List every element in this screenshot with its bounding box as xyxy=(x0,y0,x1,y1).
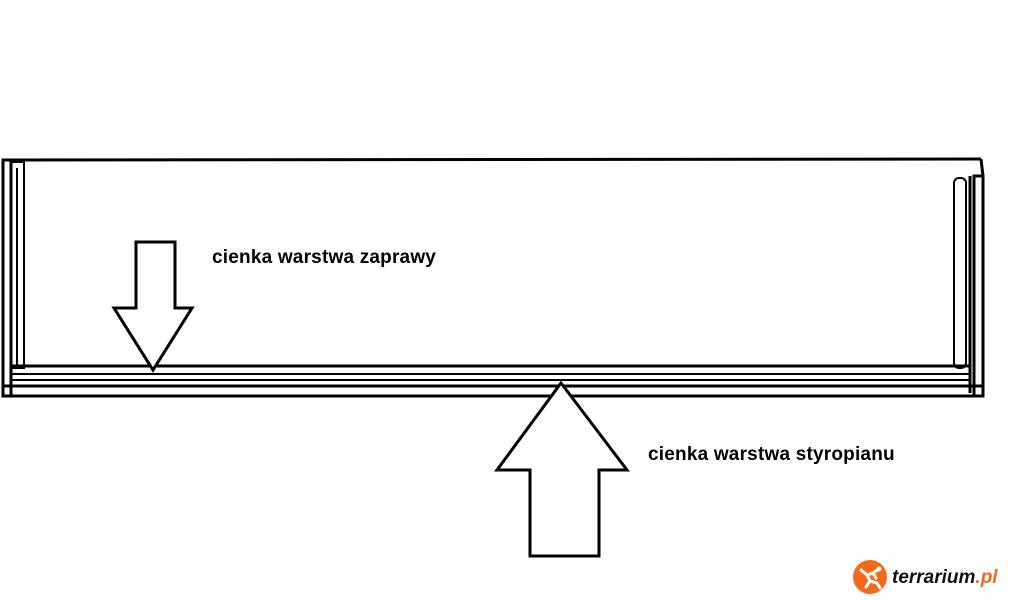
up-arrow xyxy=(494,380,631,558)
lizard-logo-icon xyxy=(853,560,887,594)
left-glass-wall xyxy=(1,158,25,398)
mortar-layer-label: cienka warstwa zaprawy xyxy=(212,247,437,268)
tank-outline xyxy=(2,157,985,177)
logo-wordmark: terrarium.pl xyxy=(892,568,998,587)
tank-top-edge xyxy=(2,157,982,162)
tank-right-top-corner xyxy=(979,158,985,177)
right-glass-wall xyxy=(953,174,985,398)
bottom-layers xyxy=(3,364,983,398)
right-wall-inner xyxy=(953,177,967,369)
styrofoam-layer-label: cienka warstwa styropianu xyxy=(648,444,895,465)
right-wall-outer xyxy=(972,174,985,398)
logo-name: terrarium xyxy=(892,566,976,588)
left-wall-inner xyxy=(10,161,25,369)
left-wall-outer xyxy=(1,158,13,398)
down-arrow xyxy=(111,240,195,373)
logo-tld: .pl xyxy=(975,566,998,588)
terrarium-logo[interactable]: terrarium.pl xyxy=(852,557,998,597)
